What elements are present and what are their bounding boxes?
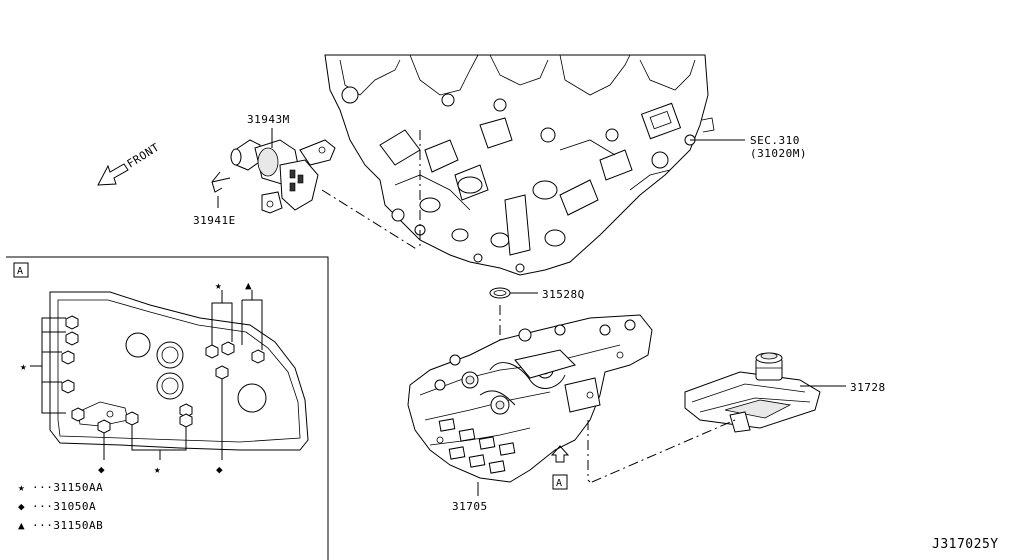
- legend-triangle-icon: ▲: [18, 519, 25, 532]
- legend-diamond-icon: ◆: [18, 500, 25, 513]
- part-label-31941E: 31941E: [193, 214, 236, 227]
- front-direction-indicator: FRONT: [97, 141, 162, 186]
- valve-body: [407, 314, 653, 483]
- oil-strainer: [684, 352, 821, 433]
- front-label: FRONT: [125, 141, 162, 171]
- callouts: 31943M 31941E SEC.310 (31020M) 31528Q 31…: [193, 113, 886, 513]
- part-label-31728: 31728: [850, 381, 886, 394]
- bolt-hexes: [61, 315, 265, 434]
- inset-diamond-marker-right: ◆: [216, 463, 223, 476]
- view-a-up-arrow-icon: [550, 445, 570, 463]
- view-a-label: A: [17, 266, 23, 277]
- part-label-31528Q: 31528Q: [542, 288, 585, 301]
- transmission-case: [324, 54, 715, 276]
- solenoid-assembly: [211, 139, 336, 214]
- view-a-arrow-label: A: [556, 478, 562, 489]
- part-label-31705: 31705: [452, 500, 488, 513]
- legend-item-31050A: ···31050A: [32, 500, 96, 513]
- part-label-31943M: 31943M: [247, 113, 290, 126]
- sec-310-ref-label: (31020M): [750, 147, 807, 160]
- relation-lines: [321, 130, 736, 483]
- legend-star-icon: ★: [18, 481, 25, 494]
- inset-diamond-marker-left: ◆: [98, 463, 105, 476]
- diagram-id: J317025Y: [932, 537, 999, 552]
- inset-star-marker-top: ★: [215, 279, 222, 292]
- inset-star-marker-left: ★: [20, 360, 27, 373]
- view-a-box: [13, 262, 29, 278]
- legend-item-31150AA: ···31150AA: [32, 481, 103, 494]
- sec-310-label: SEC.310: [750, 134, 800, 147]
- view-a-inset: A: [6, 256, 329, 560]
- inset-triangle-marker-top: ▲: [245, 279, 252, 292]
- legend: ★ ···31150AA ◆ ···31050A ▲ ···31150AB: [18, 481, 103, 532]
- legend-item-31150AB: ···31150AB: [32, 519, 103, 532]
- inset-star-marker-bottom: ★: [154, 463, 161, 476]
- o-ring: [489, 287, 511, 299]
- front-arrow-icon: [97, 163, 129, 186]
- view-a-arrow-box: [552, 474, 568, 490]
